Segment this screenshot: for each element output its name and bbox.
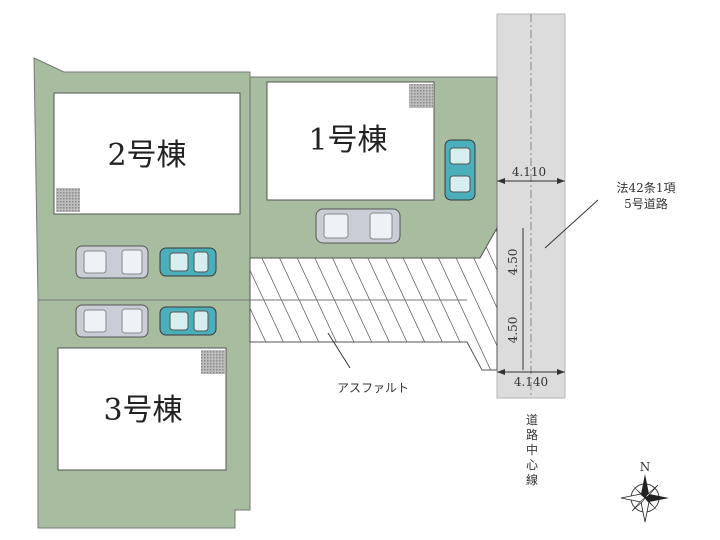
compass-north-label: N bbox=[640, 460, 651, 474]
road-note-leader bbox=[544, 199, 599, 249]
road-note-line2: 5号道路 bbox=[624, 196, 668, 211]
building-1-label: 1号棟 bbox=[308, 123, 387, 158]
building-1 bbox=[266, 81, 435, 201]
building-2-label: 2号棟 bbox=[107, 138, 186, 173]
car-van-lot1 bbox=[315, 208, 401, 244]
building-3-label: 3号棟 bbox=[103, 393, 182, 428]
asphalt-area bbox=[249, 226, 498, 371]
car-compact-lot1 bbox=[444, 139, 476, 201]
dim-arrow-top-right bbox=[557, 178, 565, 184]
building-3 bbox=[57, 347, 227, 471]
road-width-bottom: 4.140 bbox=[514, 375, 548, 389]
building-2 bbox=[53, 92, 241, 215]
dim-arrow-bottom-right bbox=[557, 369, 565, 375]
car-compact-lot2 bbox=[159, 247, 217, 277]
centerline-char: 道 bbox=[526, 413, 538, 427]
dim-arrow-bottom-left bbox=[497, 369, 505, 375]
car-van-lot2 bbox=[75, 245, 149, 279]
asphalt-leader bbox=[327, 332, 351, 369]
dim-arrow-top-left bbox=[497, 178, 505, 184]
road-note-line1: 法42条1項 bbox=[617, 181, 676, 195]
car-compact-lot3 bbox=[159, 306, 217, 336]
asphalt-label: アスファルト bbox=[337, 381, 409, 395]
centerline-char: 路 bbox=[526, 427, 538, 442]
meter-box-1 bbox=[409, 84, 433, 108]
meter-box-3 bbox=[201, 350, 225, 374]
setback-upper: 4.50 bbox=[506, 249, 520, 276]
car-van-lot3 bbox=[75, 304, 149, 338]
centerline-label: 道 路 中 心 線 bbox=[526, 413, 538, 487]
centerline-char: 心 bbox=[526, 458, 538, 472]
compass-icon bbox=[620, 474, 669, 523]
centerline-char: 中 bbox=[526, 442, 538, 457]
meter-box-2 bbox=[56, 188, 80, 212]
centerline-char: 線 bbox=[526, 472, 538, 487]
road-width-top: 4.110 bbox=[512, 165, 546, 179]
setback-lower: 4.50 bbox=[506, 317, 520, 344]
